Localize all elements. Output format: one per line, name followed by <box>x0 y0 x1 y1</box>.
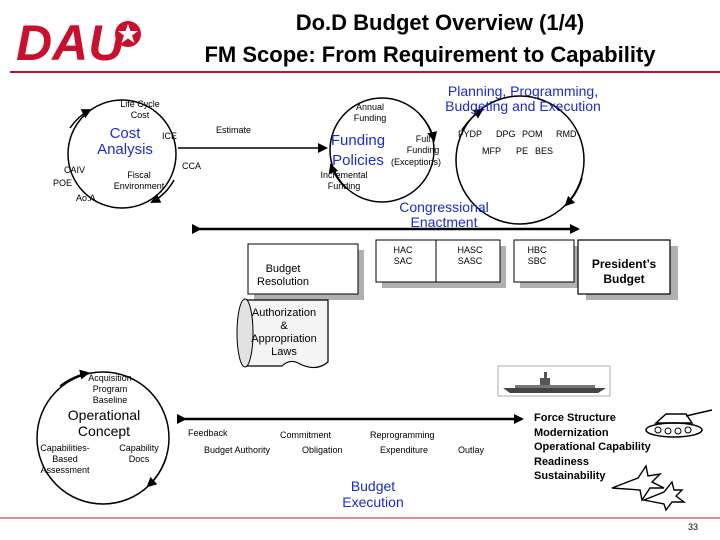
dpg-label: DPG <box>496 129 516 139</box>
commitment-label: Commitment <box>280 430 332 440</box>
budget-resolution-label: Budget Resolution <box>257 263 309 288</box>
expenditure-label: Expenditure <box>380 445 429 455</box>
rmd-label: RMD <box>556 129 577 139</box>
budget-execution-title: Budget Execution <box>342 478 404 510</box>
presidents-budget-label: President’s Budget <box>591 257 657 286</box>
tank-icon <box>645 409 713 438</box>
laws-scroll <box>236 298 329 369</box>
concept-cycle-circle <box>36 371 170 505</box>
page-title-line2: FM Scope: From Requirement to Capability <box>204 42 656 67</box>
incremental-funding-label: Incremental Funding <box>320 170 368 191</box>
congressional-enactment-title: Congressional Enactment <box>399 199 489 230</box>
exceptions-label: (Exceptions) <box>391 157 442 167</box>
budget-resolution-box <box>247 243 364 300</box>
pe-label: PE <box>516 146 529 156</box>
poe-label: POE <box>53 178 73 188</box>
budget-authority-label: Budget Authority <box>204 445 271 455</box>
cost-analysis-label: Cost Analysis <box>97 125 153 158</box>
fighter-jets-icon <box>611 464 687 512</box>
aircraft-carrier-icon <box>497 365 611 397</box>
feedback-label: Feedback <box>188 428 228 438</box>
page-title-line1: Do.D Budget Overview (1/4) <box>295 10 585 35</box>
caiv-label: CAIV <box>64 165 86 175</box>
funding-policies-label: Funding Policies <box>330 132 386 169</box>
outlay-label: Outlay <box>458 445 485 455</box>
acquisition-program-baseline-label: Acquisition Program Baseline <box>88 373 132 405</box>
life-cycle-cost-label: Life Cycle Cost <box>120 99 160 120</box>
funding-cycle-circle <box>329 97 435 203</box>
full-funding-label: Full Funding <box>406 134 440 155</box>
authorization-laws-label: Authorization & Appropriation Laws <box>251 307 317 358</box>
mfp-label: MFP <box>482 146 501 156</box>
capability-outcomes-list: Force Structure Modernization Operationa… <box>534 412 651 482</box>
ppbe-title: Planning, Programming, Budgeting and Exe… <box>445 83 601 114</box>
hac-sac-label: HAC SAC <box>393 245 413 266</box>
star-burst-icon <box>115 21 141 47</box>
committee-boxes <box>375 239 580 288</box>
estimate-label: Estimate <box>216 125 252 135</box>
dau-logo: DAU <box>16 15 141 71</box>
fiscal-environment-label: Fiscal Environment <box>113 170 165 191</box>
fydp-label: FYDP <box>458 129 483 139</box>
page-number: 33 <box>688 522 699 532</box>
logo-text: DAU <box>16 15 126 71</box>
operational-concept-label: Operational Concept <box>67 407 141 439</box>
hbc-sbc-label: HBC SBC <box>527 245 547 266</box>
cca-label: CCA <box>182 161 202 171</box>
annual-funding-label: Annual Funding <box>353 102 387 123</box>
presidents-budget-box <box>577 239 678 300</box>
cost-cycle-circle <box>67 99 177 209</box>
ice-label: ICE <box>162 131 178 141</box>
bes-label: BES <box>535 146 554 156</box>
obligation-label: Obligation <box>302 445 343 455</box>
hasc-sasc-label: HASC SASC <box>457 245 483 266</box>
capabilities-based-assessment-label: Capabilities- Based Assessment <box>40 443 90 475</box>
reprogramming-label: Reprogramming <box>370 430 435 440</box>
capability-docs-label: Capability Docs <box>119 443 159 464</box>
aoa-label: Ao.A <box>76 193 96 203</box>
pom-label: POM <box>522 129 543 139</box>
